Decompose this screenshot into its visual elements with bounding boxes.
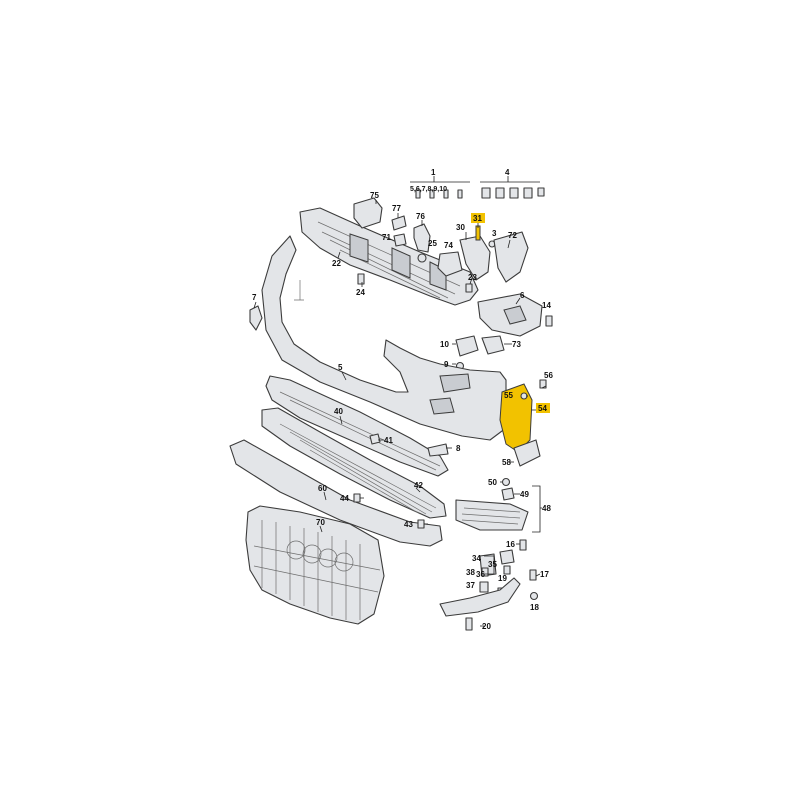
callout-44: 44 [340,494,349,503]
callout-56: 56 [544,371,553,380]
callout-30: 30 [456,223,465,232]
screws-part-4[interactable] [481,187,545,199]
callout-16: 16 [506,540,515,549]
callout-75: 75 [370,191,379,200]
callout-38: 38 [466,568,475,577]
callout-8: 8 [456,444,461,453]
screw-part-31[interactable] [475,225,481,241]
callout-49: 49 [520,490,529,499]
clip-part-16[interactable] [519,539,527,551]
bumper-cover-part-5[interactable] [261,235,507,441]
bracket-part-76[interactable] [413,223,431,253]
callout-58: 58 [502,458,511,467]
bumper-carrier-part-22[interactable] [299,207,479,306]
callout-6: 6 [520,291,525,300]
callout-31-highlight [471,213,485,223]
callout-17: 17 [540,570,549,579]
callout-20: 20 [482,622,491,631]
callout-34: 34 [472,554,481,563]
callout-54: 54 [538,404,547,413]
callout-labels: 1 5,6,7,8,9,10 4 75 77 76 31 30 3 72 71 … [252,168,553,631]
clip-part-49[interactable] [501,487,515,501]
bracket-part-34[interactable] [499,549,515,565]
callout-3: 3 [492,229,497,238]
callout-55: 55 [504,391,513,400]
lower-lip-part-60[interactable] [229,439,443,547]
screw-part-43[interactable] [417,519,425,529]
screw-part-35[interactable] [503,565,511,575]
bracket-part-73[interactable] [481,335,505,355]
callout-54-highlight [536,403,550,413]
callout-72: 72 [508,231,517,240]
radiator-grille-part-70[interactable] [245,505,385,625]
leader-lines [253,176,547,627]
callout-10: 10 [440,340,449,349]
callout-23: 23 [468,273,477,282]
callout-5: 5 [338,363,343,372]
sensor-bracket-part-75[interactable] [353,197,383,229]
bracket-part-72[interactable] [493,231,529,283]
side-bracket-part-6[interactable] [477,293,543,337]
callout-35: 35 [488,560,497,569]
screw-part-17[interactable] [529,569,537,581]
lower-grille-part-42[interactable] [261,407,447,519]
callout-77: 77 [392,204,401,213]
callout-43: 43 [404,520,413,529]
clip-part-23[interactable] [465,283,473,293]
callout-25: 25 [428,239,437,248]
callout-14: 14 [542,301,551,310]
callout-60: 60 [318,484,327,493]
grommet-part-25[interactable] [417,253,427,263]
callout-1-subrange: 5,6,7,8,9,10 [410,186,447,193]
screws-part-1[interactable] [415,189,463,199]
callout-19: 19 [498,574,507,583]
callout-31: 31 [473,214,482,223]
callout-4: 4 [505,168,510,177]
callout-40: 40 [334,407,343,416]
clip-part-37[interactable] [479,581,489,593]
clip-part-71[interactable] [393,233,407,247]
callout-50: 50 [488,478,497,487]
callout-42: 42 [414,481,423,490]
callout-73: 73 [512,340,521,349]
callout-36: 36 [476,570,485,579]
callout-37: 37 [466,581,475,590]
trim-strip-part-lower[interactable] [439,577,521,617]
callout-24: 24 [356,288,365,297]
trim-part-58[interactable] [513,439,541,467]
callout-74: 74 [444,241,453,250]
callout-48: 48 [542,504,551,513]
clip-part-24[interactable] [357,273,365,285]
clip-part-7[interactable] [249,305,263,331]
callout-70: 70 [316,518,325,527]
cover-part-8[interactable] [427,443,449,457]
screw-part-41[interactable] [369,433,381,445]
screw-part-20[interactable] [465,617,473,631]
callout-22: 22 [332,259,341,268]
clip-part-50[interactable] [501,477,511,487]
callout-18: 18 [530,603,539,612]
callout-1: 1 [431,168,436,177]
screw-part-14[interactable] [545,315,553,327]
screw-part-44[interactable] [353,493,361,503]
callout-7: 7 [252,293,257,302]
clip-part-77[interactable] [391,215,407,231]
radar-sensor-part-74[interactable] [437,251,463,277]
bracket-part-10[interactable] [455,335,479,357]
nut-part-18[interactable] [529,591,539,601]
side-grille-part-48[interactable] [455,499,529,531]
callout-9: 9 [444,360,449,369]
callout-71: 71 [382,233,391,242]
callout-41: 41 [384,436,393,445]
screw-part-56[interactable] [539,379,547,389]
callout-76: 76 [416,212,425,221]
spoiler-part-40[interactable] [265,375,449,477]
